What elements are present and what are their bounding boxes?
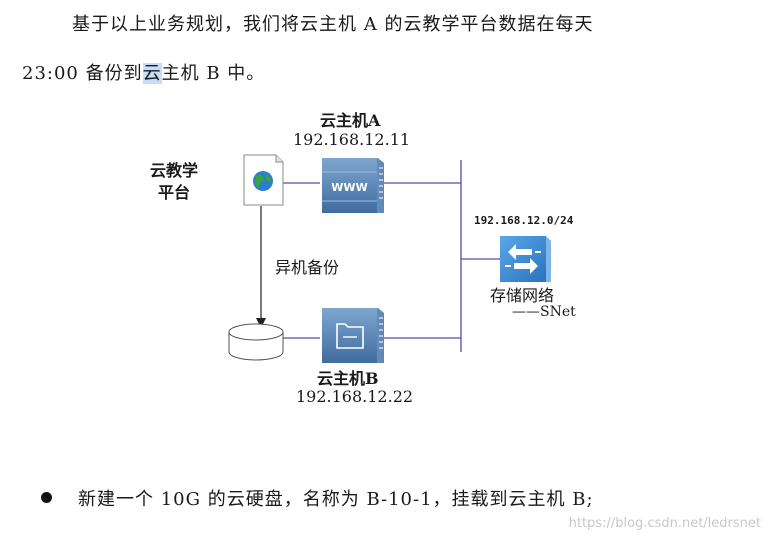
subnet-label: 192.168.12.0/24 bbox=[474, 214, 574, 227]
paragraph-text: 主机 B 中。 bbox=[161, 63, 266, 84]
highlighted-text: 云 bbox=[142, 63, 162, 84]
watermark: https://blog.csdn.net/ledrsnet bbox=[568, 516, 761, 531]
host-a-name: 云主机A bbox=[320, 111, 381, 130]
backup-label: 异机备份 bbox=[275, 258, 340, 277]
snet-label: ——SNet bbox=[512, 304, 576, 320]
host-b-ip: 192.168.12.22 bbox=[296, 387, 414, 406]
server-www-icon: WWW bbox=[322, 158, 384, 213]
storage-network-label: 存储网络 bbox=[490, 286, 555, 305]
paragraph-text: 23:00 备份到 bbox=[22, 63, 143, 84]
backup-arrow bbox=[256, 206, 266, 328]
host-b-name: 云主机B bbox=[317, 369, 379, 388]
platform-label-line-1: 云教学 bbox=[150, 161, 199, 180]
server-www-label: WWW bbox=[331, 181, 367, 194]
platform-label-line-2: 平台 bbox=[158, 183, 191, 202]
paragraph-line-2: 23:00 备份到云主机 B 中。 bbox=[22, 59, 265, 85]
connection-lines bbox=[283, 160, 500, 352]
web-document-icon bbox=[243, 154, 284, 206]
server-folder-icon bbox=[322, 308, 384, 363]
host-a-ip: 192.168.12.11 bbox=[293, 130, 411, 149]
bullet-icon bbox=[41, 492, 52, 503]
bullet-text: 新建一个 10G 的云硬盘，名称为 B-10-1，挂载到云主机 B; bbox=[78, 489, 594, 510]
network-switch-icon bbox=[500, 236, 551, 282]
paragraph-line-1: 基于以上业务规划，我们将云主机 A 的云教学平台数据在每天 bbox=[72, 14, 594, 35]
disk-storage-icon bbox=[228, 323, 284, 361]
